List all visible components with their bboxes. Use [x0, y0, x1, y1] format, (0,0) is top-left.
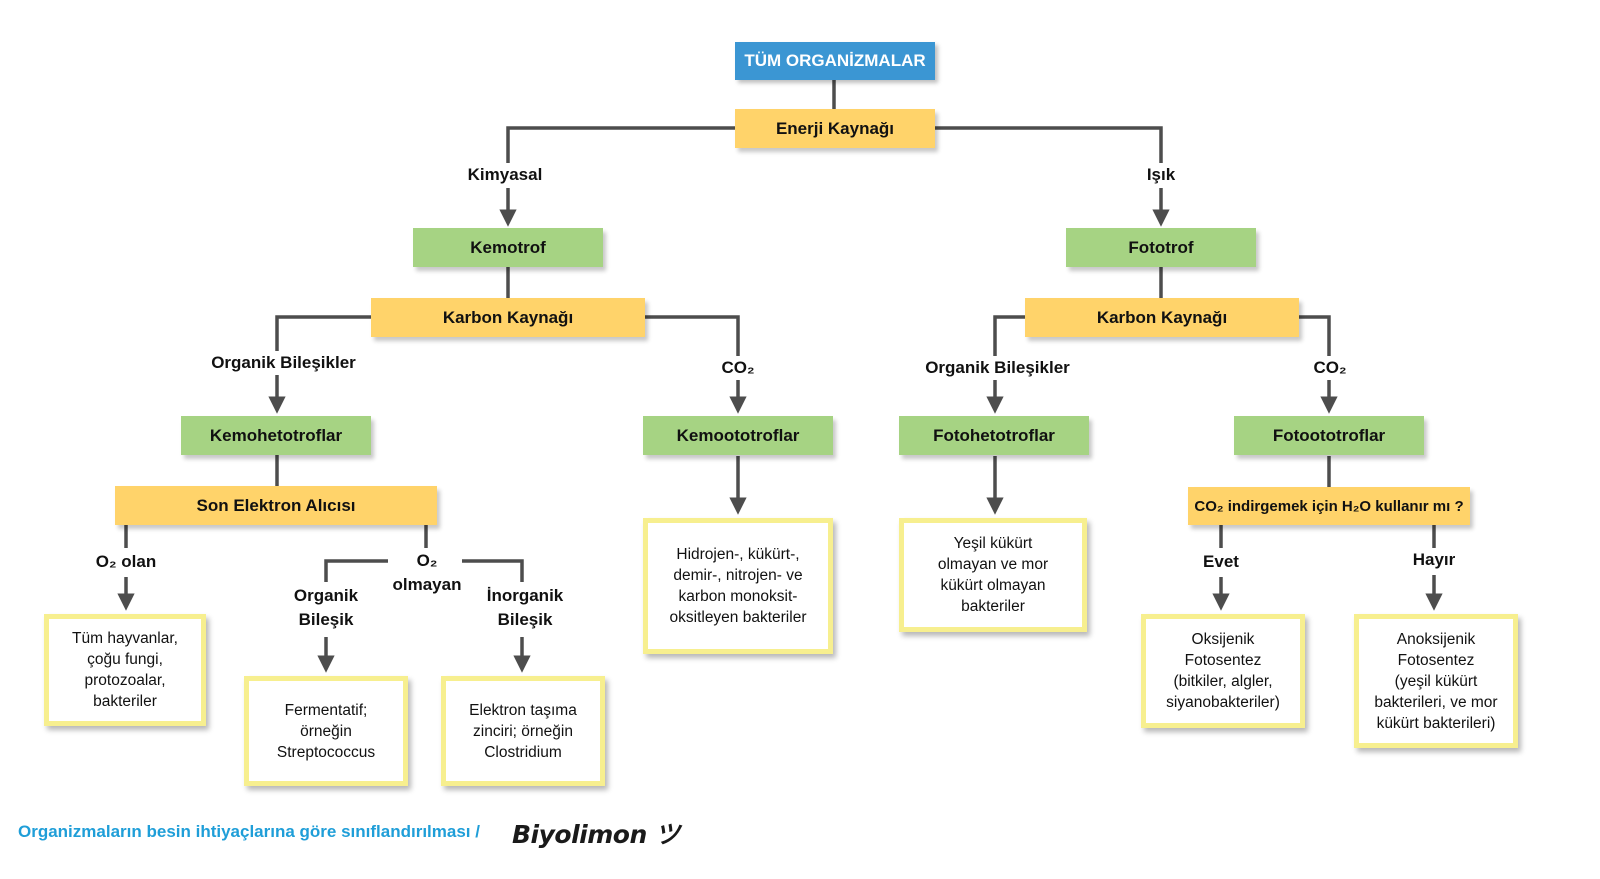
inorganic-compound-label: İnorganik Bileşik: [467, 584, 583, 632]
co2-right-label: CO₂: [1300, 356, 1360, 380]
organic-compound-label: Organik Bileşik: [271, 584, 381, 632]
leaf-box-photoheterotroph-bacteria: Yeşil kükürt olmayan ve mor kükürt olmay…: [899, 518, 1087, 632]
no-label: Hayır: [1399, 548, 1469, 572]
carbon-source-left-node: Karbon Kaynağı: [371, 298, 645, 337]
leaf-box-anoxygenic: Anoksijenik Fotosentez (yeşil kükürt bak…: [1354, 614, 1518, 748]
leaf-box-oxygenic: Oksijenik Fotosentez (bitkiler, algler, …: [1141, 614, 1305, 728]
energy-source-node: Enerji Kaynağı: [735, 109, 935, 148]
carbon-source-right-node: Karbon Kaynağı: [1025, 298, 1299, 337]
h2o-question-node: CO₂ indirgemek için H₂O kullanır mı ?: [1188, 487, 1470, 525]
chemoheterotrophs-node: Kemohetotroflar: [181, 416, 371, 455]
caption-text: Organizmaların besin ihtiyaçlarına göre …: [18, 822, 480, 841]
o2-absent-label: O₂ olmayan: [392, 551, 462, 594]
chemotroph-node: Kemotrof: [413, 228, 603, 267]
chemoautotrophs-node: Kemoototroflar: [643, 416, 833, 455]
o2-present-label: O₂ olan: [76, 550, 176, 574]
phototroph-node: Fototrof: [1066, 228, 1256, 267]
leaf-box-electron-transport: Elektron taşıma zinciri; örneğin Clostri…: [441, 676, 605, 786]
branch-chemical-label: Kimyasal: [455, 163, 555, 187]
leaf-box-animals: Tüm hayvanlar, çoğu fungi, protozoalar, …: [44, 614, 206, 726]
brand-logo: Biyolimon ツ: [512, 820, 680, 849]
leaf-box-chemoautotroph-bacteria: Hidrojen-, kükürt-, demir-, nitrojen- ve…: [643, 518, 833, 654]
final-electron-acceptor-node: Son Elektron Alıcısı: [115, 486, 437, 525]
organic-compounds-right-label: Organik Bileşikler: [910, 356, 1085, 380]
photoautotrophs-node: Fotoototroflar: [1234, 416, 1424, 455]
organic-compounds-left-label: Organik Bileşikler: [196, 351, 371, 375]
branch-light-label: Işık: [1121, 163, 1201, 187]
yes-label: Evet: [1186, 550, 1256, 574]
co2-left-label: CO₂: [708, 356, 768, 380]
leaf-box-fermentative: Fermentatif; örneğin Streptococcus: [244, 676, 408, 786]
root-node: TÜM ORGANİZMALAR: [735, 42, 935, 80]
photoheterotrophs-node: Fotohetotroflar: [899, 416, 1089, 455]
